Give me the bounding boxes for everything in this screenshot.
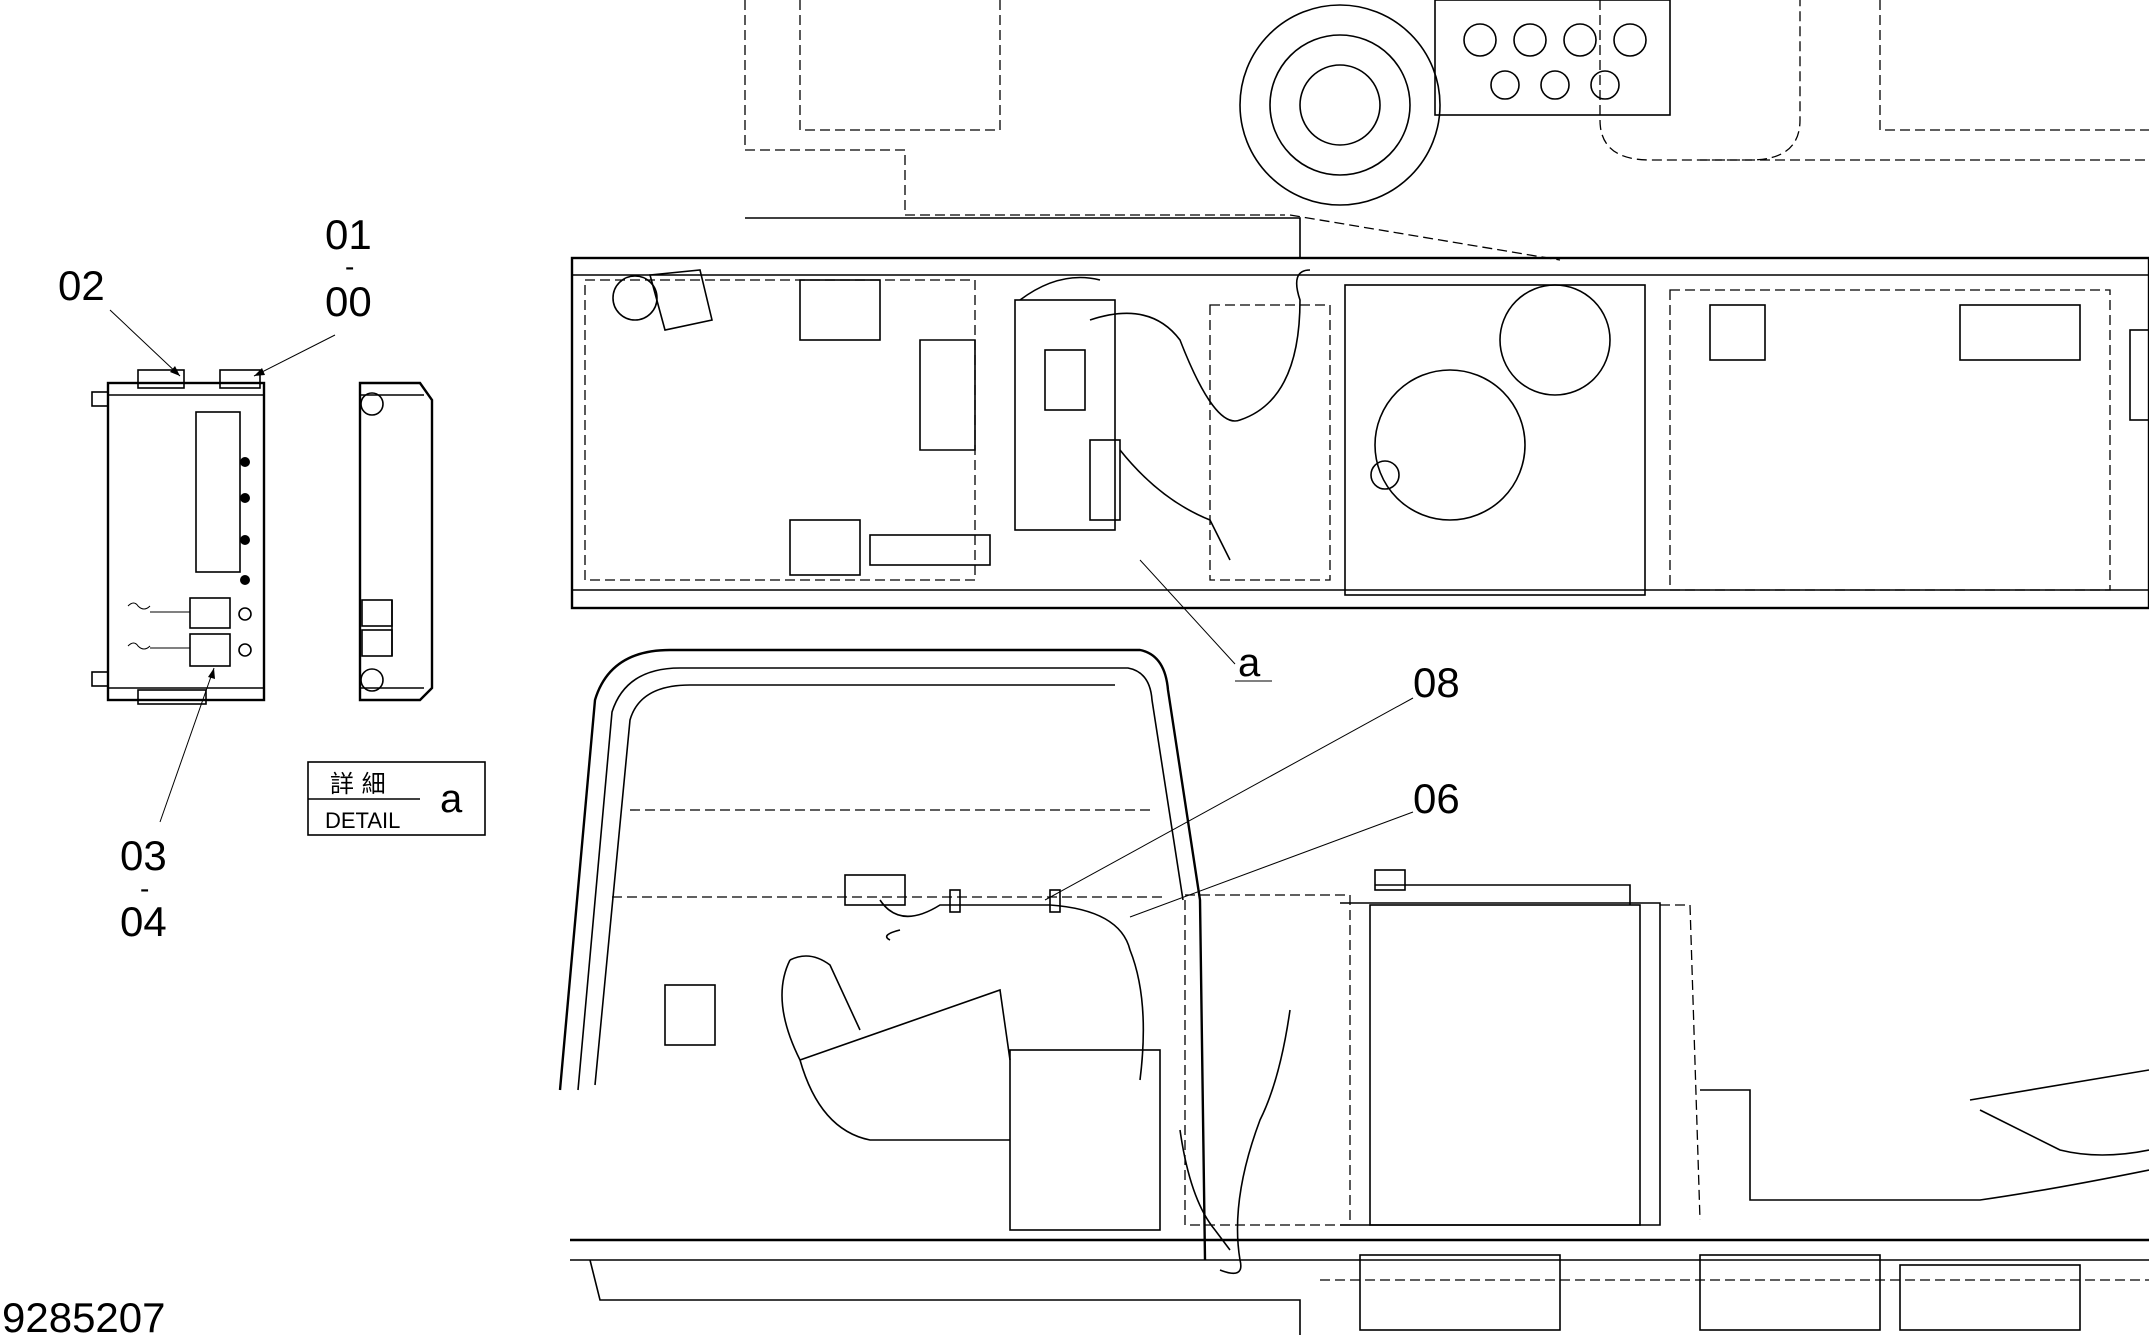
detail-box-japanese: 詳 細 bbox=[330, 770, 386, 798]
detail-box-letter: a bbox=[440, 777, 463, 821]
detail-box-english: DETAIL bbox=[325, 808, 400, 833]
callout-02-label: 02 bbox=[58, 262, 105, 309]
callout-03-04: 03 - 04 bbox=[120, 832, 167, 945]
callout-03-label: 03 bbox=[120, 832, 167, 879]
drawing-number: 9285207 bbox=[2, 1294, 166, 1335]
upper-machine-top-view bbox=[570, 0, 2149, 682]
callout-02: 02 bbox=[58, 262, 105, 309]
callout-03-dash: - bbox=[140, 873, 149, 904]
callout-01-label: 01 bbox=[325, 211, 372, 258]
leader-lines-detail bbox=[109, 309, 336, 823]
detail-a-component-side-view bbox=[358, 381, 434, 702]
cab-side-view bbox=[558, 648, 2149, 1335]
callout-06-label: 06 bbox=[1413, 775, 1460, 822]
detail-box: 詳 細 DETAIL a bbox=[307, 761, 486, 836]
reference-a-label: a bbox=[1238, 641, 1261, 685]
callout-00-label: 00 bbox=[325, 278, 372, 325]
callout-01-dash: - bbox=[345, 251, 354, 282]
callout-08-label: 08 bbox=[1413, 659, 1460, 706]
detail-a-component-front-view bbox=[91, 369, 266, 705]
callout-01-00: 01 - 00 bbox=[325, 211, 372, 325]
callout-04-label: 04 bbox=[120, 898, 167, 945]
